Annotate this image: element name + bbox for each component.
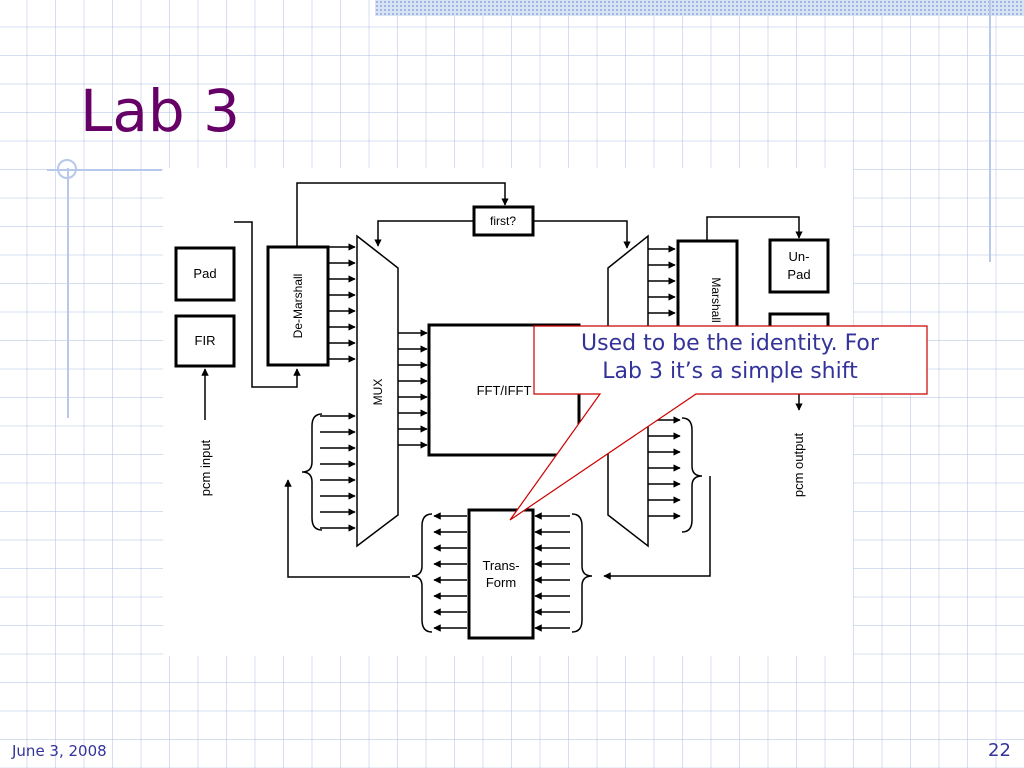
pcm-input-label: pcm input: [198, 439, 213, 496]
title-underline-rule: [47, 169, 162, 171]
transform-output-arrows: [433, 512, 467, 632]
transform-to-mux-feedback-wire: [284, 479, 410, 578]
de-marshall-block: [266, 245, 330, 367]
first-to-mux-wire: [374, 220, 474, 247]
feedback-to-mux-arrows: [320, 412, 356, 532]
decorative-circle: [57, 159, 77, 179]
page-number: 22: [988, 740, 1011, 761]
mux-label: MUX: [371, 379, 385, 406]
right-decorative-rule: [989, 0, 991, 262]
marshall-to-unpad-wire: [706, 216, 803, 241]
left-decorative-rule: [67, 168, 69, 418]
demux-to-transform-wire: [603, 476, 711, 580]
demux-feedback-brace: [681, 417, 703, 533]
footer-date: June 3, 2008: [12, 742, 107, 760]
transform-block: [467, 508, 535, 640]
fir-block: [174, 314, 236, 368]
fft-label: FFT/IFFT: [477, 383, 532, 398]
transform-output-brace: [411, 513, 433, 633]
marshall-label: Marshall: [709, 277, 723, 322]
first-label: first?: [490, 214, 516, 228]
pcm-output-label: pcm output: [791, 432, 806, 497]
transform-input-arrows: [534, 512, 570, 632]
callout-text: Used to be the identity. For Lab 3 it’s …: [536, 330, 924, 386]
pad-block: [174, 246, 236, 302]
callout-bubble: [509, 325, 928, 521]
mux-feedback-brace: [301, 413, 323, 531]
mux-to-fft-arrows: [398, 329, 428, 449]
mux-block: [356, 234, 399, 548]
demarshall-to-mux-arrows: [328, 243, 356, 363]
lab3-block-diagram: Pad FIR pcm input De-Marshall first? MUX: [174, 182, 830, 640]
fir-to-demarshall-wire: [234, 221, 301, 388]
demarshall-to-first-wire: [296, 182, 509, 247]
de-marshall-label: De-Marshall: [291, 274, 305, 339]
transform-input-brace: [571, 513, 593, 633]
transform-label-2: Form: [486, 575, 516, 590]
un-pad-block: [768, 238, 830, 294]
un-pad-label-1: Un-: [789, 249, 810, 264]
first-to-demux-wire: [533, 220, 631, 249]
pad-label: Pad: [193, 266, 216, 281]
callout-line-2: Lab 3 it’s a simple shift: [602, 359, 858, 384]
callout-line-1: Used to be the identity. For: [581, 331, 879, 356]
un-pad-label-2: Pad: [787, 267, 810, 282]
transform-label-1: Trans-: [482, 558, 519, 573]
slide-title: Lab 3: [80, 77, 241, 145]
fir-label: FIR: [195, 333, 216, 348]
top-decorative-band: [375, 0, 1024, 16]
